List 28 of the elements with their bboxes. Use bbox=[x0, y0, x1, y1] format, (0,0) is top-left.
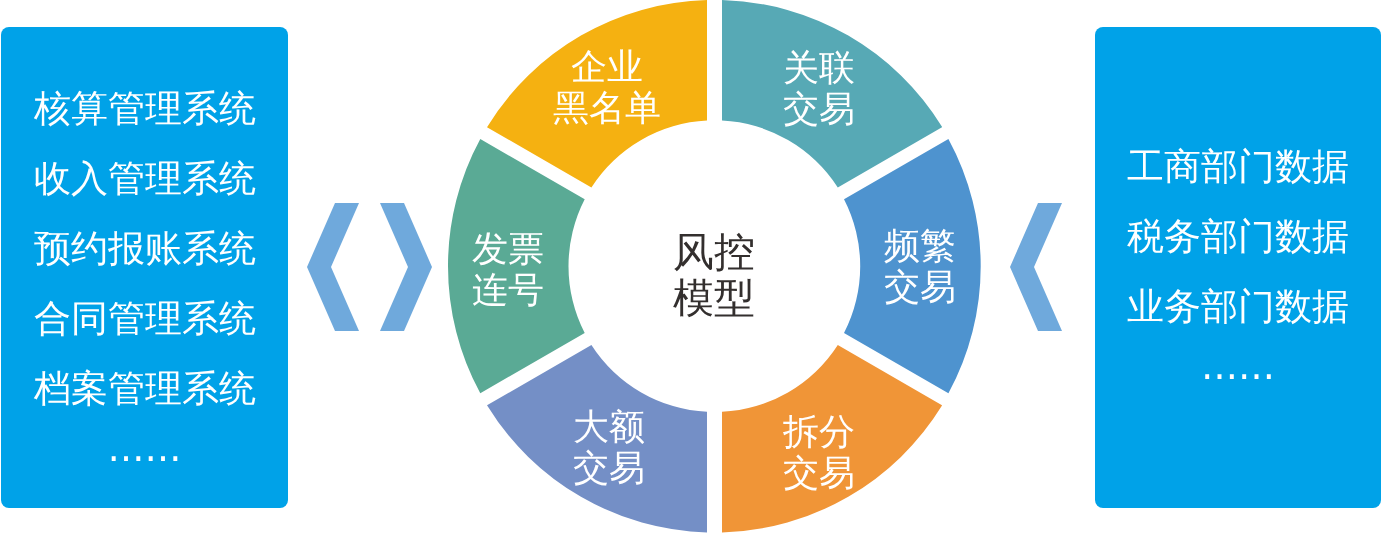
segment-label: 拆分交易 bbox=[782, 411, 856, 493]
ring-segment bbox=[487, 0, 708, 188]
list-item: 收入管理系统 bbox=[33, 156, 256, 202]
chevron-arrow bbox=[1010, 203, 1062, 331]
list-item: 预约报账系统 bbox=[33, 226, 256, 272]
list-item: 合同管理系统 bbox=[33, 296, 256, 342]
ellipsis: …… bbox=[107, 426, 182, 472]
segment-label: 发票连号 bbox=[471, 228, 545, 310]
segment-label: 频繁交易 bbox=[883, 225, 957, 307]
segment-label: 关联交易 bbox=[782, 47, 856, 129]
ring-segment bbox=[487, 345, 708, 533]
list-item: 税务部门数据 bbox=[1127, 214, 1349, 260]
list-panel bbox=[1, 27, 288, 508]
list-item: 档案管理系统 bbox=[33, 366, 256, 412]
list-item: 核算管理系统 bbox=[33, 86, 256, 132]
ring-segment bbox=[721, 0, 942, 188]
list-item: 工商部门数据 bbox=[1127, 144, 1349, 190]
double-chevron-arrow bbox=[307, 203, 432, 331]
ring-diagram bbox=[448, 0, 981, 533]
segment-label: 企业黑名单 bbox=[552, 46, 662, 128]
center-label: 风控模型 bbox=[672, 229, 756, 321]
ellipsis: …… bbox=[1201, 344, 1275, 390]
ring-segment bbox=[844, 139, 981, 394]
list-panel bbox=[1095, 27, 1381, 508]
list-item: 业务部门数据 bbox=[1127, 284, 1349, 330]
segment-label: 大额交易 bbox=[572, 406, 646, 488]
ring-segment bbox=[721, 345, 942, 533]
ring-segment bbox=[448, 139, 585, 394]
